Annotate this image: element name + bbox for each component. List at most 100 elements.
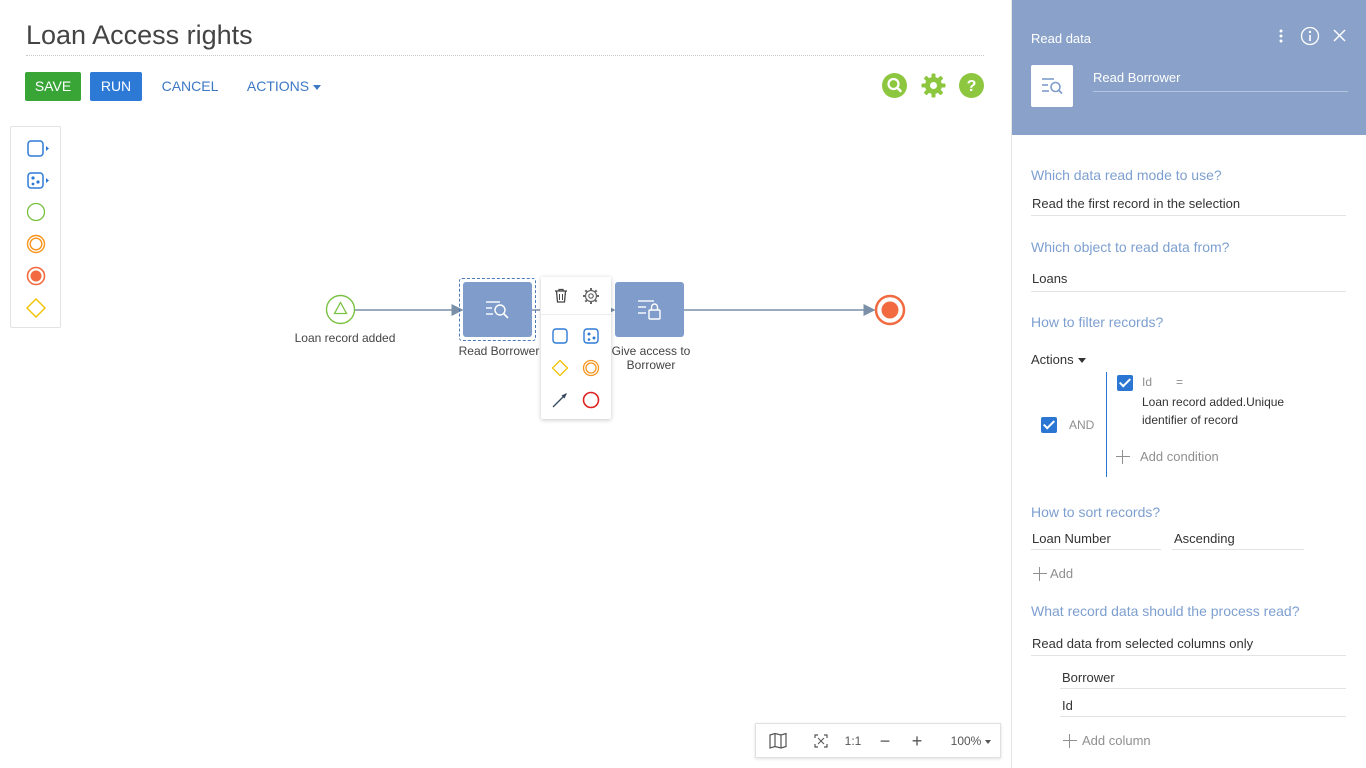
read-data-icon: [486, 301, 509, 319]
give-access-task[interactable]: [615, 282, 684, 337]
plus-icon: [1116, 450, 1130, 464]
task-icon[interactable]: [25, 138, 49, 160]
column-item[interactable]: Borrower: [1062, 670, 1115, 685]
gear-icon[interactable]: [582, 287, 600, 305]
condition-checkbox[interactable]: [1117, 375, 1133, 391]
caret-down-icon: [313, 84, 322, 90]
filter-actions-label: Actions: [1031, 352, 1074, 367]
search-icon[interactable]: [882, 73, 907, 98]
run-button[interactable]: RUN: [90, 72, 142, 101]
read-borrower-label: Read Borrower: [458, 344, 540, 358]
sort-order-value[interactable]: Ascending: [1174, 531, 1235, 546]
task-icon[interactable]: [551, 327, 569, 345]
read-columns-underline: [1031, 655, 1346, 656]
give-access-label-line2: Borrower: [626, 358, 676, 372]
gateway-icon[interactable]: [25, 297, 49, 319]
column-item-underline: [1060, 688, 1346, 689]
object-value[interactable]: Loans: [1032, 271, 1068, 286]
end-event-node[interactable]: [874, 294, 906, 326]
subprocess-icon[interactable]: [582, 327, 600, 345]
actions-label: ACTIONS: [246, 78, 310, 94]
intermediate-event-icon[interactable]: [25, 233, 49, 255]
selection-frame: [459, 278, 536, 341]
context-menu-divider: [541, 314, 611, 315]
read-data-icon: [1042, 78, 1063, 95]
read-mode-value[interactable]: Read the first record in the selection: [1032, 196, 1241, 211]
sort-column-value[interactable]: Loan Number: [1032, 531, 1111, 546]
map-toggle[interactable]: [764, 724, 792, 759]
panel-header: Read data Read Borrower: [1012, 0, 1366, 135]
help-icon[interactable]: ?: [959, 73, 984, 98]
plus-icon: [1063, 734, 1077, 748]
cancel-button[interactable]: CANCEL: [161, 78, 219, 94]
column-item-underline: [1060, 716, 1346, 717]
zoom-out-button[interactable]: −: [872, 724, 898, 759]
plus-icon: [1033, 567, 1047, 581]
element-context-menu: [541, 277, 611, 419]
filter-actions-menu[interactable]: Actions: [1031, 352, 1086, 367]
zoom-in-button[interactable]: +: [904, 724, 930, 759]
element-properties-panel: Read data Read Borrower Which data read …: [1011, 0, 1366, 768]
object-underline: [1031, 291, 1346, 292]
sort-column-underline: [1031, 549, 1161, 550]
condition-value[interactable]: Loan record added.Unique identifier of r…: [1142, 393, 1284, 429]
read-data-question: What record data should the process read…: [1031, 603, 1300, 619]
add-column-link[interactable]: Add column: [1082, 733, 1151, 748]
read-mode-question: Which data read mode to use?: [1031, 167, 1222, 183]
info-icon[interactable]: [1300, 27, 1320, 47]
page-title: Loan Access rights: [26, 20, 253, 50]
condition-value-line2: identifier of record: [1142, 413, 1239, 427]
element-palette: [10, 126, 61, 328]
trash-icon[interactable]: [552, 287, 570, 305]
column-item[interactable]: Id: [1062, 698, 1073, 713]
zoom-level-select[interactable]: 100%: [946, 724, 996, 759]
process-canvas: [355, 304, 876, 316]
minus-icon: −: [879, 731, 891, 751]
actual-size-button[interactable]: 1:1: [844, 734, 862, 748]
map-icon: [769, 732, 787, 749]
object-question: Which object to read data from?: [1031, 239, 1230, 255]
gear-icon[interactable]: [921, 73, 946, 98]
filter-group-bracket: [1106, 372, 1107, 477]
start-event-label: Loan record added: [294, 331, 396, 345]
condition-operator[interactable]: =: [1176, 375, 1184, 389]
end-event-icon[interactable]: [25, 265, 49, 287]
and-group-checkbox[interactable]: [1041, 417, 1057, 433]
give-access-label-line1: Give access to: [611, 344, 691, 358]
condition-value-line1: Loan record added.Unique: [1142, 395, 1285, 409]
flow-arrow-icon[interactable]: [551, 391, 569, 409]
read-mode-underline: [1031, 215, 1346, 216]
start-event-icon[interactable]: [25, 201, 49, 223]
end-event-icon[interactable]: [582, 391, 600, 409]
access-rights-icon: [638, 300, 661, 320]
title-divider: [26, 55, 984, 56]
fit-screen-icon: [814, 734, 828, 748]
more-options-icon[interactable]: [1271, 27, 1291, 47]
sort-question: How to sort records?: [1031, 504, 1161, 520]
intermediate-event-icon[interactable]: [582, 359, 600, 377]
plus-icon: +: [911, 731, 923, 751]
svg-text:?: ?: [967, 78, 977, 95]
filter-question: How to filter records?: [1031, 314, 1164, 330]
close-icon[interactable]: [1330, 27, 1350, 47]
actions-button[interactable]: ACTIONS: [244, 72, 324, 101]
sort-order-underline: [1172, 549, 1304, 550]
caret-down-icon: [1077, 358, 1086, 364]
element-name-field[interactable]: Read Borrower: [1093, 70, 1181, 85]
caret-down-icon: [985, 739, 992, 744]
element-type-icon: [1031, 65, 1073, 107]
gateway-icon[interactable]: [551, 359, 569, 377]
zoom-level: 100%: [950, 734, 982, 748]
panel-title: Read data: [1031, 31, 1091, 46]
subprocess-icon[interactable]: [25, 170, 49, 192]
read-borrower-task[interactable]: [463, 282, 532, 337]
element-name-underline: [1093, 91, 1348, 92]
save-button[interactable]: SAVE: [25, 72, 81, 101]
fit-to-screen-button[interactable]: [808, 724, 834, 759]
add-sort-link[interactable]: Add: [1050, 566, 1074, 581]
read-columns-mode-value[interactable]: Read data from selected columns only: [1032, 636, 1254, 651]
start-event-node[interactable]: [325, 294, 356, 325]
add-condition-link[interactable]: Add condition: [1140, 449, 1219, 464]
and-operator[interactable]: AND: [1069, 418, 1095, 432]
condition-field[interactable]: Id: [1142, 375, 1153, 389]
